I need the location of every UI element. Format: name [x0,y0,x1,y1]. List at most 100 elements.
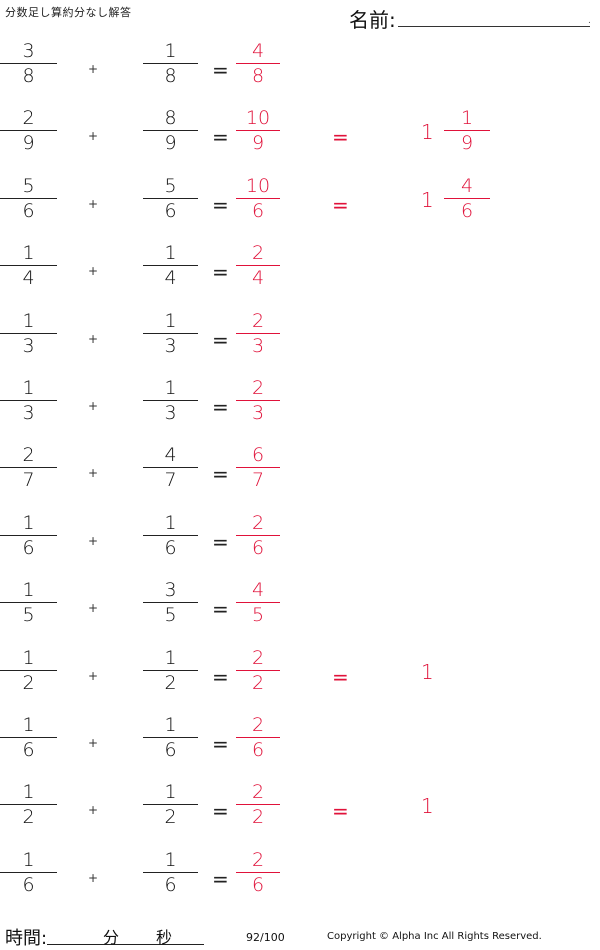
answer-fraction-bar [236,467,280,469]
answer-whole-number: 1 [421,659,434,684]
first-fraction-denominator: 2 [22,806,35,829]
plus-sign: + [88,129,99,144]
first-fraction-denominator: 8 [22,65,35,87]
first-fraction-denominator: 9 [22,132,35,155]
name-line [398,26,590,27]
answer-fraction-numerator: 4 [251,40,265,62]
first-fraction-bar [0,736,57,738]
answer-fraction-numerator: 2 [251,309,265,332]
answer-fraction-denominator: 6 [251,873,265,896]
first-fraction-bar [0,871,57,873]
first-fraction-denominator: 7 [22,469,35,492]
second-fraction-bar [143,602,198,604]
answer-fraction-denominator: 2 [251,671,265,694]
second-fraction-numerator: 1 [164,781,177,804]
answer-whole-number: 1 [421,794,434,819]
answer-mixed-fraction-bar [444,130,490,132]
answer-fraction-numerator: 6 [251,444,265,467]
equals-sign: = [212,597,229,622]
second-fraction-numerator: 1 [164,713,177,736]
first-fraction-numerator: 1 [22,579,35,602]
first-fraction-numerator: 5 [22,174,35,197]
second-fraction-bar [143,63,198,64]
answer-fraction-bar [236,602,280,604]
plus-sign: + [88,196,99,211]
first-fraction-denominator: 4 [22,267,35,290]
second-fraction-numerator: 1 [164,848,177,871]
equals-sign: = [212,260,229,285]
first-fraction-bar [0,63,57,64]
answer-fraction-denominator: 6 [251,738,265,761]
plus-sign: + [88,803,99,818]
time-line [47,944,204,945]
plus-sign: + [88,466,99,481]
second-fraction-denominator: 6 [164,738,177,761]
first-fraction-bar [0,534,57,536]
answer-fraction-numerator: 4 [251,579,265,602]
answer-fraction-numerator: 2 [251,376,265,399]
seconds-label: 秒 [156,928,173,947]
second-fraction-bar [143,669,198,671]
second-fraction-denominator: 6 [164,873,177,896]
second-fraction-numerator: 8 [164,107,177,130]
answer-whole-number: 1 [421,187,434,212]
answer-equals-sign: = [332,664,349,689]
first-fraction-bar [0,602,57,604]
second-fraction-bar [143,534,198,536]
equals-sign: = [212,192,229,217]
plus-sign: + [88,870,99,885]
second-fraction-numerator: 5 [164,174,177,197]
second-fraction-bar [143,197,198,199]
answer-fraction-denominator: 7 [251,469,265,492]
first-fraction-bar [0,130,57,132]
equals-sign: = [212,327,229,352]
second-fraction-numerator: 1 [164,511,177,534]
first-fraction-denominator: 5 [22,604,35,627]
answer-mixed-fraction-numerator: 4 [460,174,474,197]
equals-sign: = [212,394,229,419]
first-fraction-numerator: 1 [22,646,35,669]
second-fraction-numerator: 4 [164,444,177,467]
first-fraction-bar [0,804,57,806]
first-fraction-numerator: 2 [22,107,35,130]
first-fraction-bar [0,669,57,671]
answer-fraction-numerator: 2 [251,242,265,265]
second-fraction-numerator: 1 [164,376,177,399]
answer-fraction-bar [236,669,280,671]
answer-fraction-numerator: 10 [245,174,271,197]
second-fraction-denominator: 3 [164,334,177,357]
second-fraction-numerator: 1 [164,646,177,669]
first-fraction-numerator: 1 [22,713,35,736]
equals-sign: = [212,462,229,487]
